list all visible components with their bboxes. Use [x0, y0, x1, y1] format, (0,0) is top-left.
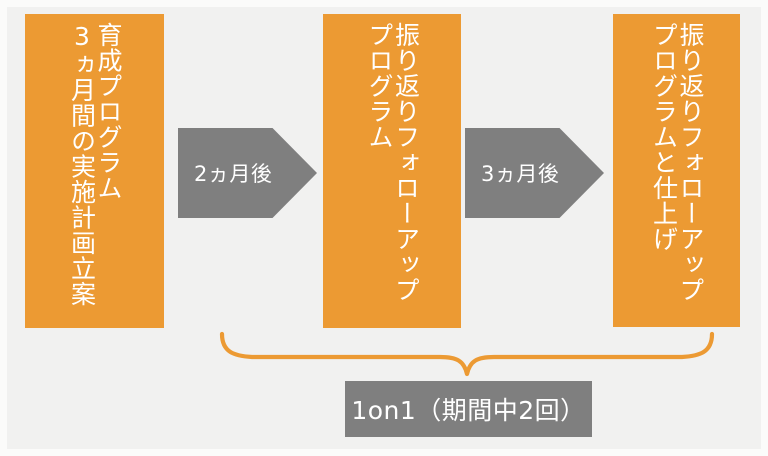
brace-caption-label: 1on1（期間中2回） [351, 396, 586, 425]
phase-box-1[interactable]: 育成プログラム 3ヵ月間の実施計画立案 [25, 14, 164, 328]
phase-3-text-column-1: 振り返りフォローアップ [676, 22, 705, 303]
phase-box-3[interactable]: 振り返りフォローアップ プログラムと仕上げ [613, 14, 740, 327]
phase-2-text-column-2: プログラム [365, 22, 394, 150]
transition-arrow-2-label: 3ヵ月後 [481, 162, 560, 186]
transition-arrow-1-label: 2ヵ月後 [194, 162, 273, 186]
transition-arrow-2[interactable]: 3ヵ月後 [465, 128, 604, 218]
transition-arrow-1[interactable]: 2ヵ月後 [178, 128, 317, 218]
phase-2-text-column-1: 振り返りフォローアップ [391, 22, 421, 303]
brace-caption[interactable]: 1on1（期間中2回） [345, 381, 592, 437]
span-brace-icon [219, 331, 715, 377]
phase-1-text-column-2: 3ヵ月間の実施計画立案 [67, 22, 97, 307]
phase-box-2[interactable]: 振り返りフォローアップ プログラム [323, 14, 461, 328]
phase-1-text-column-1: 育成プログラム [94, 22, 123, 201]
phase-3-text-column-2: プログラムと仕上げ [649, 22, 679, 252]
